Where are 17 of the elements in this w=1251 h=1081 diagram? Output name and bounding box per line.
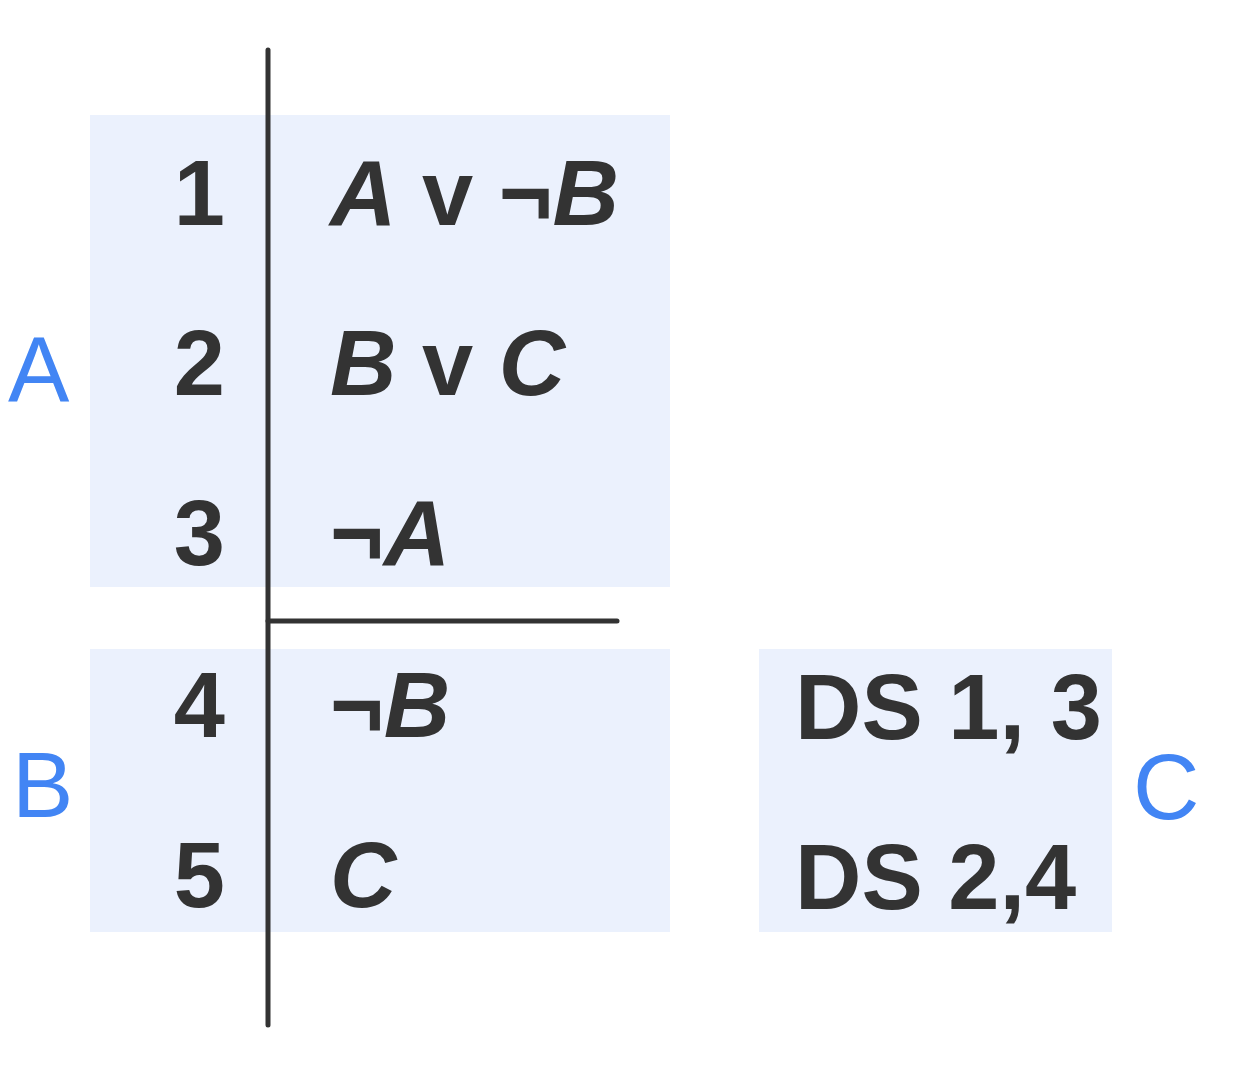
line-number: 5 [173,829,225,921]
line-number: 2 [173,317,225,409]
justification-text: DS 2,4 [795,831,1077,923]
proof-block [90,115,670,587]
formula-text: B v C [330,317,566,409]
block-label: C [1133,741,1200,833]
justification-text: DS 1, 3 [795,661,1102,753]
formula-text: C [330,829,397,921]
line-number: 3 [173,487,225,579]
block-label: A [8,324,70,416]
line-number: 1 [173,147,225,239]
proof-block [90,649,670,932]
line-number: 4 [173,659,225,751]
block-label: B [12,739,74,831]
formula-text: A v ¬B [330,147,619,239]
formula-text: ¬B [330,659,451,751]
formula-text: ¬A [330,487,451,579]
